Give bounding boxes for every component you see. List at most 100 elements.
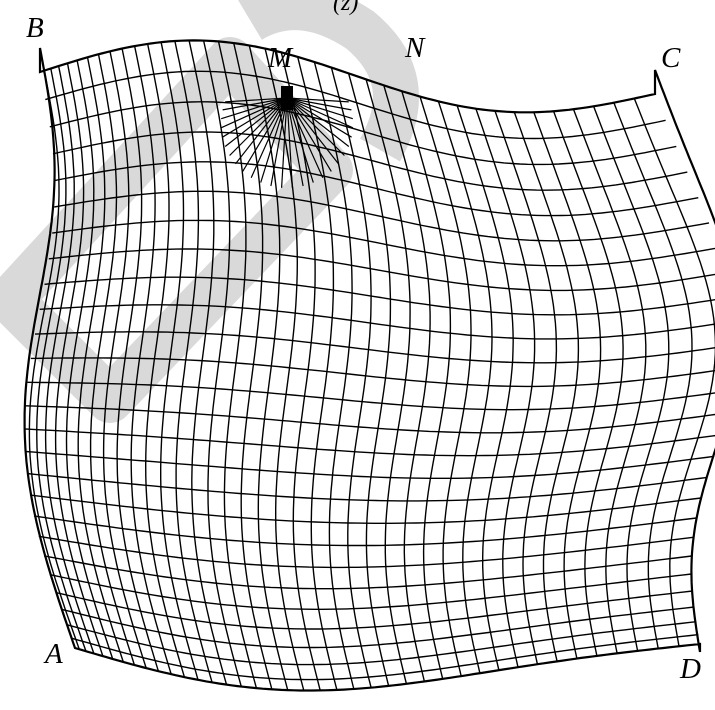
- grid-line-vertical: [513, 111, 580, 662]
- grid-line-horizontal: [25, 450, 715, 479]
- fan-line: [286, 97, 352, 138]
- grid-line-vertical: [456, 105, 514, 671]
- grid-line-vertical: [633, 98, 715, 647]
- grid-line-vertical: [160, 42, 199, 680]
- grid-line-vertical: [383, 85, 431, 682]
- grid-line-horizontal: [34, 331, 715, 364]
- point-label-n: N: [405, 32, 425, 64]
- grid-line-vertical: [217, 41, 258, 689]
- fan-line: [250, 97, 288, 178]
- grid-line-vertical: [65, 60, 114, 660]
- grid-line-horizontal: [66, 621, 697, 666]
- grid-line-horizontal: [38, 535, 694, 569]
- fan-line: [286, 97, 293, 188]
- fan-line: [224, 97, 288, 147]
- fan-line: [229, 97, 288, 156]
- grid-line-vertical: [130, 45, 172, 675]
- grid-line-horizontal: [26, 472, 708, 502]
- figure-title: (z): [333, 0, 359, 16]
- grid-line-horizontal: [27, 381, 715, 411]
- grid-line-vertical: [613, 102, 693, 649]
- point-label-b: B: [26, 12, 44, 44]
- grid-line-vertical: [144, 43, 186, 678]
- fan-line: [286, 97, 345, 156]
- grid-line-horizontal: [55, 590, 693, 630]
- fan-line: [270, 97, 288, 187]
- grid-line-vertical: [116, 48, 160, 672]
- grid-line-horizontal: [25, 405, 715, 434]
- point-label-d: D: [680, 653, 701, 685]
- grid-line-horizontal: [30, 357, 715, 388]
- grid-lines: [24, 40, 715, 691]
- grid-line-vertical: [174, 40, 213, 683]
- grid-line-horizontal: [54, 161, 699, 217]
- fan-line: [286, 97, 353, 120]
- grid-line-horizontal: [43, 555, 692, 590]
- grid-line-vertical: [202, 40, 242, 687]
- fan-line: [221, 97, 288, 120]
- grid-line-vertical: [297, 56, 338, 691]
- fan-line: [286, 97, 350, 147]
- grid-line-vertical: [77, 57, 124, 663]
- fan-line: [286, 97, 349, 103]
- grid-line-horizontal: [49, 101, 677, 166]
- grid-line-horizontal: [44, 276, 715, 316]
- fan-line: [281, 97, 288, 188]
- grid-line-horizontal: [45, 70, 666, 140]
- grid-line-vertical: [44, 65, 95, 654]
- grid-line-vertical: [533, 111, 602, 659]
- grid-line-vertical: [28, 70, 80, 650]
- grid-line-horizontal: [49, 573, 692, 610]
- fan-line: [235, 97, 288, 165]
- grid-line-horizontal: [54, 190, 710, 242]
- region-boundary: [23, 39, 715, 692]
- grid-line-horizontal: [48, 248, 715, 292]
- watermark-shape: [238, 0, 419, 162]
- fan-line: [242, 97, 288, 172]
- grid-line-vertical: [365, 79, 411, 684]
- grid-line-vertical: [572, 108, 647, 654]
- fan-line: [225, 97, 288, 103]
- grid-line-vertical: [54, 63, 104, 657]
- grid-line-vertical: [347, 73, 392, 687]
- grid-line-vertical: [188, 40, 228, 685]
- grid-line-vertical: [313, 61, 355, 690]
- point-label-c: C: [661, 42, 681, 74]
- fan-line: [286, 97, 304, 187]
- grid-line-vertical: [401, 90, 452, 680]
- grid-line-vertical: [264, 48, 305, 691]
- fan-line: [260, 97, 288, 183]
- grid-line-vertical: [330, 67, 372, 688]
- grid-line-vertical: [280, 52, 321, 691]
- fan-line: [222, 97, 288, 111]
- grid-line-vertical: [437, 101, 493, 674]
- fan-line: [222, 97, 288, 138]
- grid-line-horizontal: [52, 131, 688, 191]
- fan-line: [286, 97, 354, 129]
- grid-line-vertical: [89, 54, 136, 666]
- grid-line-horizontal: [33, 515, 697, 547]
- grid-line-vertical: [592, 106, 670, 652]
- grid-line-vertical: [552, 110, 624, 657]
- fan-line: [286, 97, 352, 111]
- grid-line-horizontal: [29, 494, 702, 524]
- grid-line-vertical: [475, 108, 536, 668]
- fan-line: [286, 97, 339, 165]
- grid-line-vertical: [102, 51, 147, 669]
- grid-line-horizontal: [52, 219, 715, 267]
- fan-line: [220, 97, 288, 129]
- grid-line-horizontal: [71, 633, 699, 681]
- grid-line-vertical: [494, 110, 558, 665]
- grid-line-vertical: [419, 96, 472, 677]
- fan-line: [286, 97, 332, 172]
- fan-line: [286, 97, 324, 178]
- grid-line-horizontal: [24, 428, 715, 457]
- grid-line-vertical: [248, 45, 289, 691]
- grid-line-horizontal: [61, 606, 695, 649]
- point-label-a: A: [45, 638, 63, 670]
- grid-line-horizontal: [39, 304, 715, 340]
- point-m-marker: [281, 86, 293, 110]
- fan-line: [286, 97, 314, 183]
